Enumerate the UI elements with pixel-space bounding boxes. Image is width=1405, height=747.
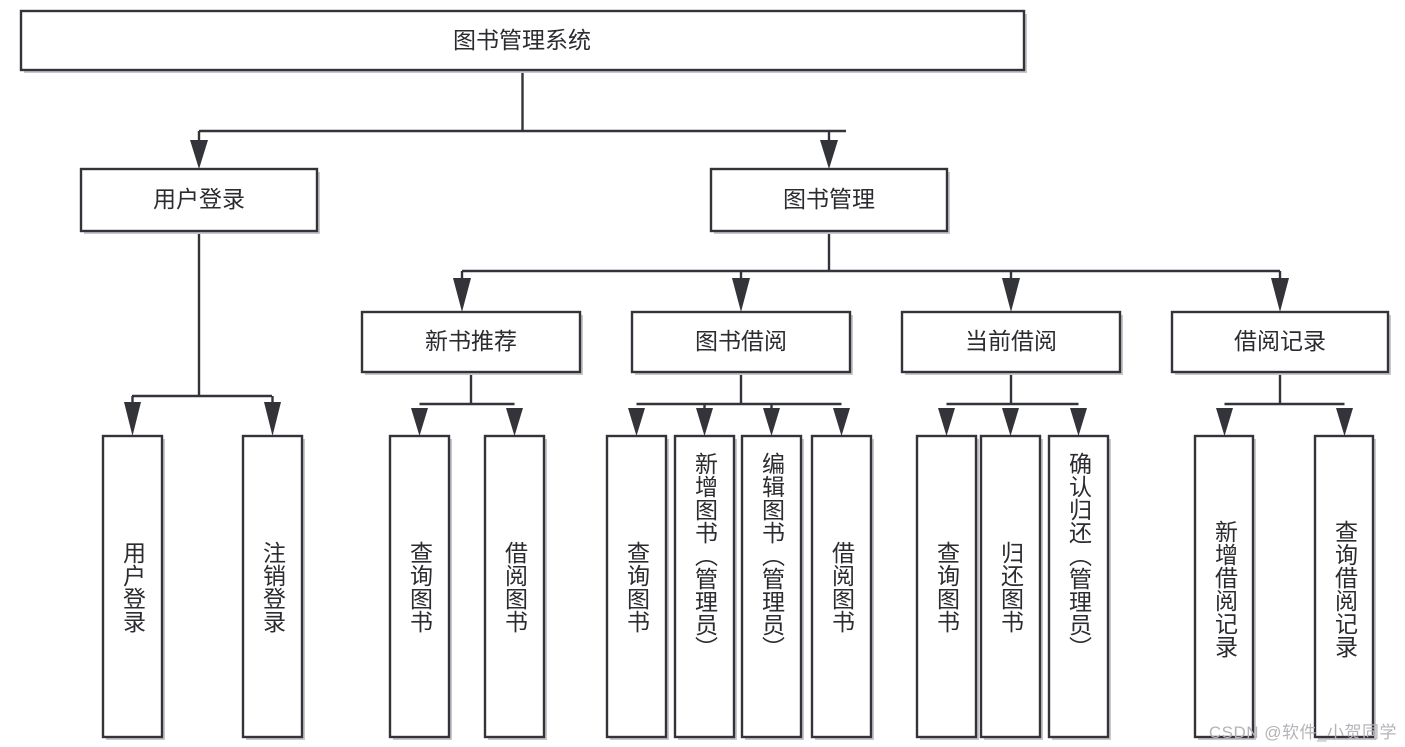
leaf-return-book-label: 归还图书 <box>998 541 1025 633</box>
book-manage-label: 图书管理 <box>783 186 875 212</box>
node-current-borrow[interactable]: 当前借阅 <box>900 310 1123 375</box>
leaf-user-login-box <box>101 434 164 739</box>
root-label: 图书管理系统 <box>453 27 591 53</box>
node-leaf-add-book[interactable]: 新增图书（管理员） <box>673 434 737 740</box>
leaf-query-record-box <box>1313 434 1375 739</box>
leaf-edit-book-label: 编辑图书（管理员） <box>759 452 786 659</box>
leaf-query-record-label: 查询借阅记录 <box>1332 520 1359 658</box>
node-leaf-borrow-book-2[interactable]: 借阅图书 <box>810 434 874 740</box>
current-borrow-box <box>900 310 1122 374</box>
book-borrow-label: 图书借阅 <box>695 328 787 354</box>
leaf-query-book-1-box <box>388 434 451 739</box>
node-leaf-add-record[interactable]: 新增借阅记录 <box>1193 434 1256 740</box>
leaf-confirm-return-box <box>1047 434 1110 739</box>
leaf-logout-label: 注销登录 <box>260 541 287 633</box>
current-borrow-label: 当前借阅 <box>965 328 1057 354</box>
book-manage-box <box>709 167 949 233</box>
arrow-to-leaf-add-book <box>696 408 713 436</box>
user-login-box <box>79 167 319 233</box>
new-book-rec-box <box>360 310 582 374</box>
user-login-label: 用户登录 <box>153 186 245 212</box>
arrow-to-borrow-record <box>1271 278 1289 312</box>
csdn-watermark: CSDN @软件_小贺同学 <box>1208 723 1397 742</box>
node-leaf-user-login[interactable]: 用户登录 <box>101 434 165 740</box>
arrow-to-leaf-query-book-2 <box>628 408 645 436</box>
arrow-to-leaf-borrow-book-1 <box>506 408 523 436</box>
arrow-to-leaf-add-record <box>1216 408 1233 436</box>
leaf-query-book-3-box <box>915 434 978 739</box>
arrow-to-leaf-query-book-3 <box>938 408 955 436</box>
node-leaf-query-book-3[interactable]: 查询图书 <box>915 434 979 740</box>
arrow-to-book-borrow <box>732 278 750 312</box>
leaf-logout-box <box>241 434 304 739</box>
edges-layer <box>124 70 1353 436</box>
node-book-borrow[interactable]: 图书借阅 <box>630 310 853 375</box>
node-leaf-query-record[interactable]: 查询借阅记录 <box>1313 434 1376 740</box>
arrow-to-user-login <box>190 140 208 169</box>
node-book-manage[interactable]: 图书管理 <box>709 167 950 234</box>
arrow-to-new-book-rec <box>453 278 471 312</box>
node-user-login[interactable]: 用户登录 <box>79 167 320 234</box>
leaf-query-book-3-label: 查询图书 <box>934 541 961 633</box>
leaf-borrow-book-1-box <box>483 434 546 739</box>
node-new-book-rec[interactable]: 新书推荐 <box>360 310 583 375</box>
leaf-add-record-label: 新增借阅记录 <box>1212 520 1239 658</box>
leaf-user-login-label: 用户登录 <box>120 541 147 633</box>
arrow-to-book-manage <box>820 140 838 169</box>
node-leaf-logout[interactable]: 注销登录 <box>241 434 305 740</box>
leaf-add-book-box <box>673 434 736 739</box>
leaf-return-book-box <box>979 434 1042 739</box>
arrow-to-leaf-logout <box>264 402 281 436</box>
leaf-add-record-box <box>1193 434 1255 739</box>
leaf-borrow-book-1-label: 借阅图书 <box>502 541 529 633</box>
arrow-to-leaf-confirm-return <box>1070 408 1087 436</box>
arrow-to-leaf-edit-book <box>763 408 780 436</box>
arrow-to-leaf-return-book <box>1002 408 1019 436</box>
leaf-confirm-return-label: 确认归还（管理员） <box>1066 452 1093 659</box>
leaf-query-book-1-label: 查询图书 <box>407 541 434 633</box>
leaf-borrow-book-2-label: 借阅图书 <box>829 541 856 633</box>
arrow-to-current-borrow <box>1002 278 1020 312</box>
node-leaf-query-book-1[interactable]: 查询图书 <box>388 434 452 740</box>
arrow-to-leaf-borrow-book-2 <box>833 408 850 436</box>
arrow-to-leaf-user-login <box>124 402 141 436</box>
node-leaf-borrow-book-1[interactable]: 借阅图书 <box>483 434 547 740</box>
node-leaf-return-book[interactable]: 归还图书 <box>979 434 1043 740</box>
node-root[interactable]: 图书管理系统 <box>19 9 1027 73</box>
node-borrow-record[interactable]: 借阅记录 <box>1170 310 1391 375</box>
leaf-query-book-2-label: 查询图书 <box>624 541 651 633</box>
leaf-add-book-label: 新增图书（管理员） <box>692 452 719 659</box>
arrow-to-leaf-query-record <box>1336 408 1353 436</box>
leaf-borrow-book-2-box <box>810 434 873 739</box>
book-borrow-box <box>630 310 852 374</box>
node-leaf-query-book-2[interactable]: 查询图书 <box>605 434 669 740</box>
leaf-query-book-2-box <box>605 434 668 739</box>
arrow-to-leaf-query-book-1 <box>411 408 428 436</box>
borrow-record-box <box>1170 310 1390 374</box>
leaf-edit-book-box <box>740 434 803 739</box>
node-leaf-edit-book[interactable]: 编辑图书（管理员） <box>740 434 804 740</box>
node-leaf-confirm-return[interactable]: 确认归还（管理员） <box>1047 434 1111 740</box>
new-book-rec-label: 新书推荐 <box>425 328 517 354</box>
root-box <box>19 9 1026 72</box>
borrow-record-label: 借阅记录 <box>1234 328 1326 354</box>
